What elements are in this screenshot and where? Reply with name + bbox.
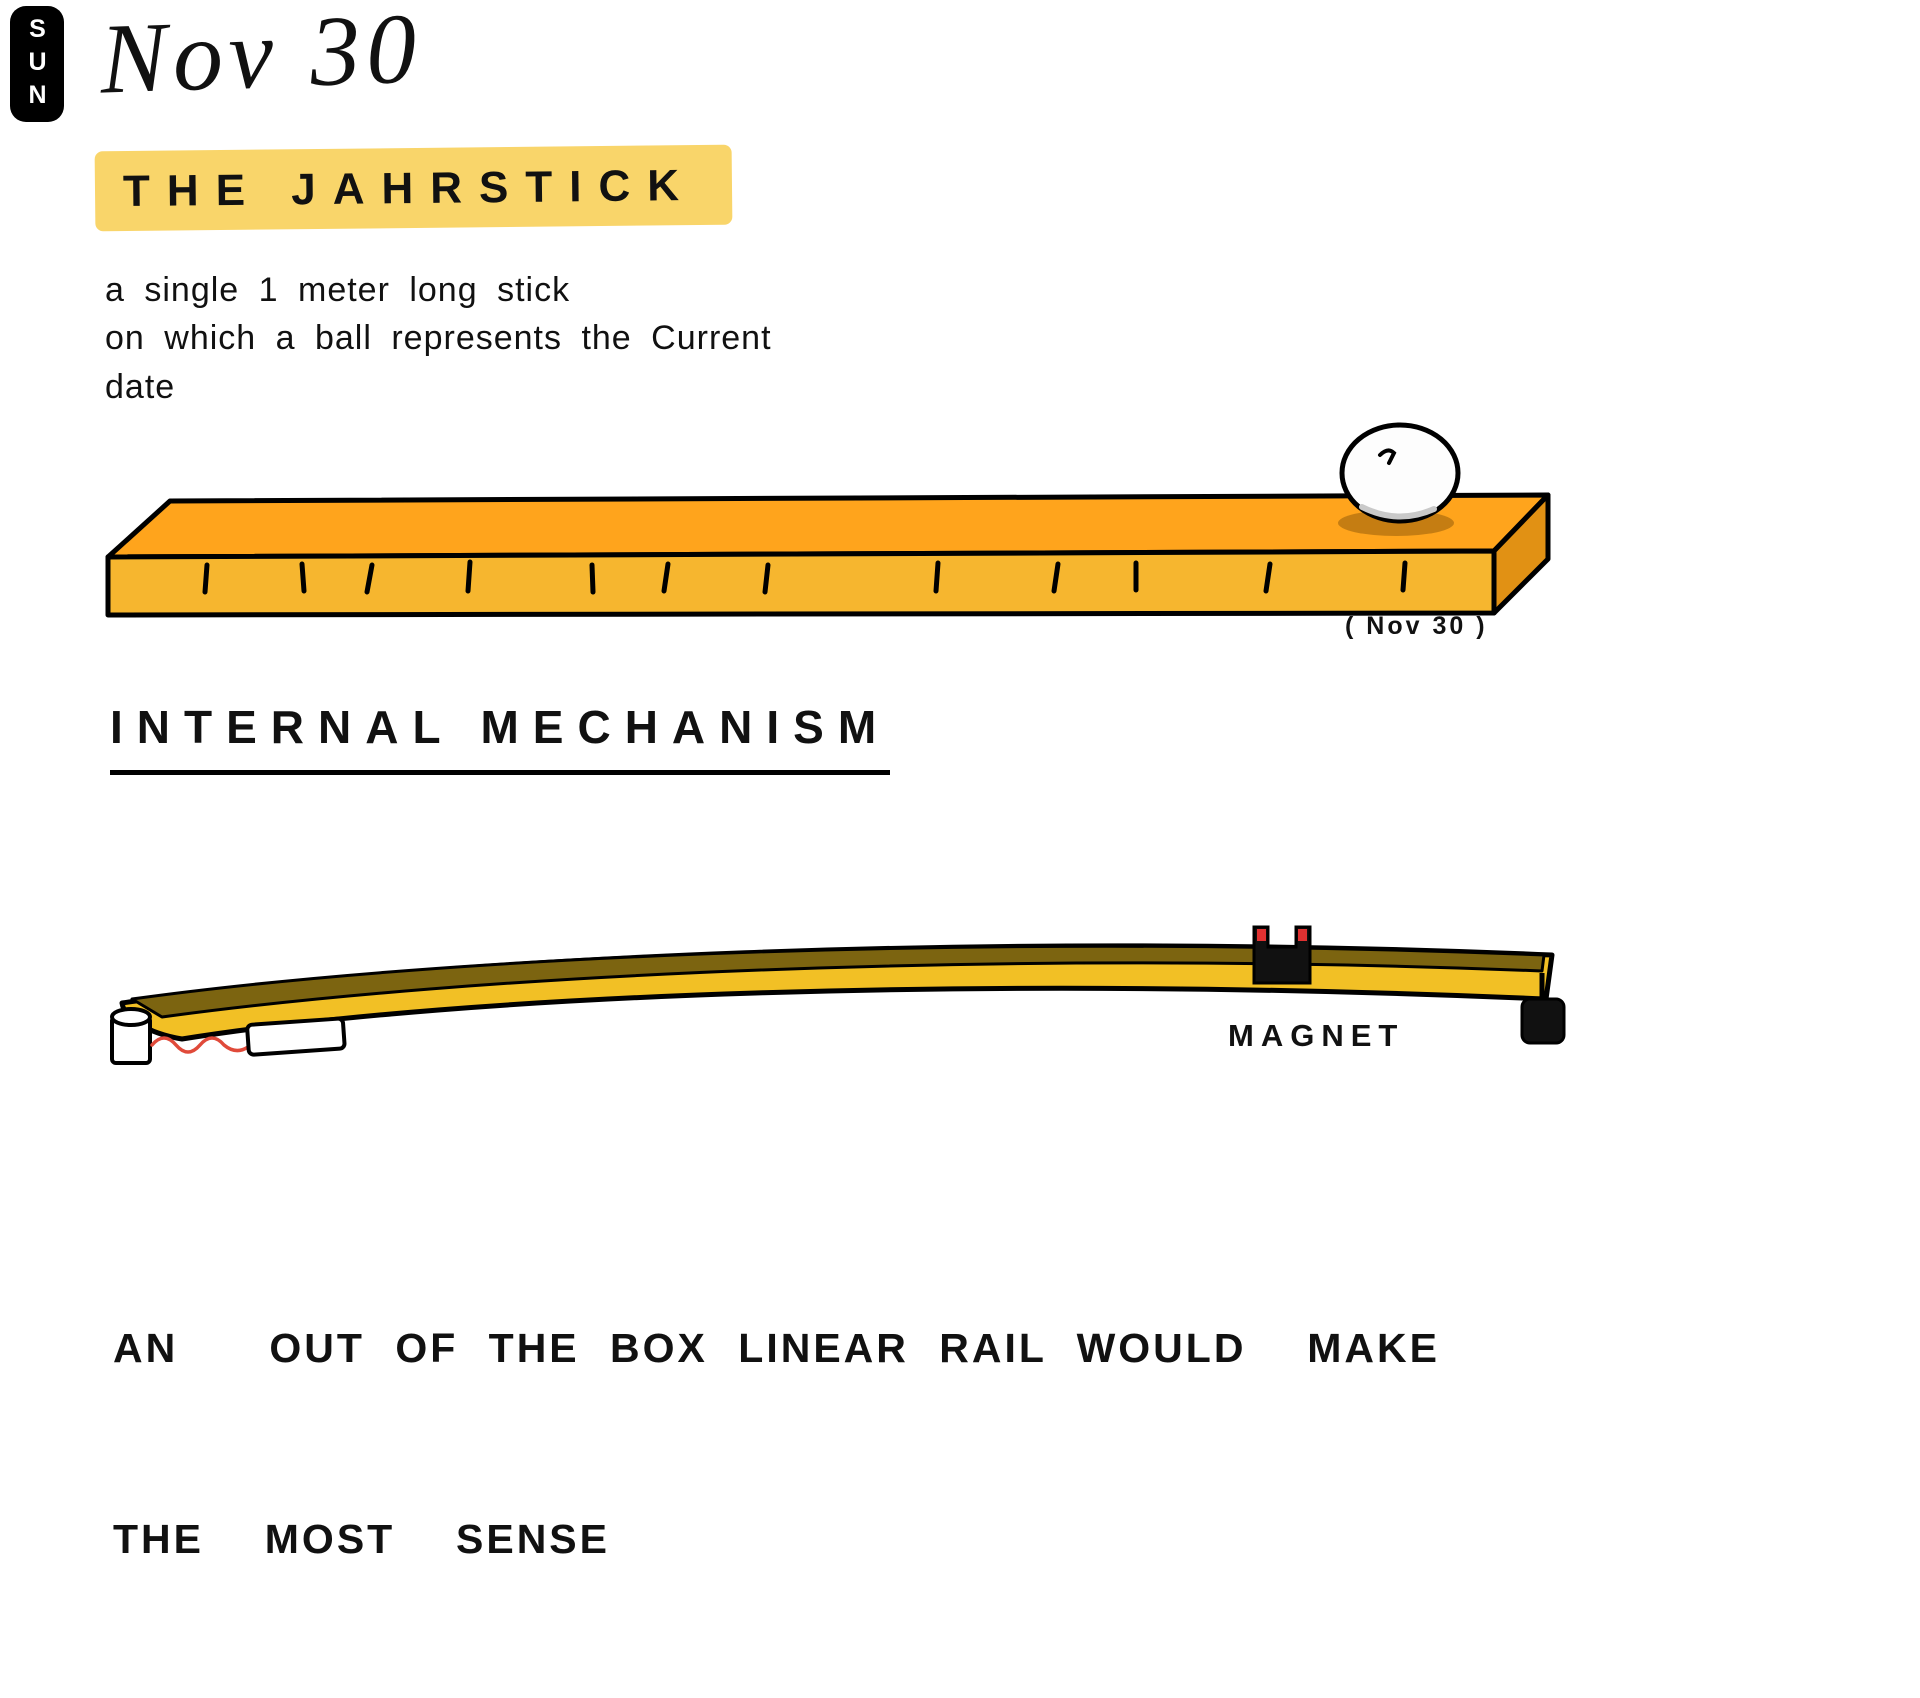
day-badge: SUN xyxy=(10,6,64,122)
stick-side-face xyxy=(1491,492,1551,616)
ball-mark xyxy=(1378,448,1397,465)
note-line-1: AN OUT OF THE BOX LINEAR RAIL WOULD MAKE xyxy=(113,1325,1440,1372)
sketch-page: SUN Nov 30 THE JAHRSTICK a single 1 mete… xyxy=(10,0,1566,1562)
motor xyxy=(110,1007,152,1065)
intro-line-1: a single 1 meter long stick xyxy=(105,271,571,309)
stick-front-face xyxy=(105,548,1497,618)
magnet-label: MAGNET xyxy=(1228,1018,1405,1053)
end-pulley xyxy=(1520,973,1566,1045)
bottom-note: AN OUT OF THE BOX LINEAR RAIL WOULD MAKE… xyxy=(113,1190,1440,1698)
page-title: THE JAHRSTICK xyxy=(94,144,733,232)
date-title: Nov 30 xyxy=(98,0,424,115)
note-line-2: THE MOST SENSE xyxy=(113,1515,610,1562)
ball-shading xyxy=(1359,504,1437,520)
rail-top-channel xyxy=(130,944,1546,1019)
ruler-ticks xyxy=(202,559,1408,595)
ball-date-label: ( Nov 30 ) xyxy=(1345,612,1488,640)
jahrstick-body xyxy=(105,492,1551,618)
intro-text: a single 1 meter long stick on which a b… xyxy=(105,266,772,411)
stick-top-face xyxy=(105,492,1551,560)
intro-line-2: on which a ball represents the Current xyxy=(105,319,772,358)
internal-mechanism-heading: INTERNAL MECHANISM xyxy=(110,700,891,775)
ball xyxy=(1339,422,1461,524)
magnet-carriage xyxy=(1252,925,1312,985)
jahrstick-diagram xyxy=(105,422,1551,618)
date-ball xyxy=(1338,422,1461,536)
driver-box xyxy=(245,1016,347,1057)
internal-mechanism-diagram xyxy=(110,925,1566,1065)
wire xyxy=(150,1036,250,1054)
intro-line-3: date xyxy=(105,367,176,406)
